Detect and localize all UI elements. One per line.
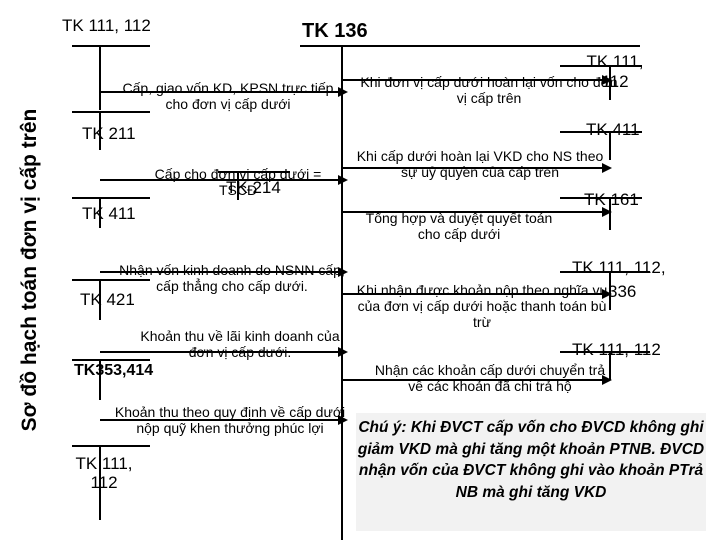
arrowhead-r5 <box>602 375 612 385</box>
arrowhead-l4 <box>338 347 348 357</box>
note-box: Chú ý: Khi ĐVCT cấp vốn cho ĐVCD không g… <box>356 413 706 531</box>
right-account-3: TK 161 <box>584 190 639 209</box>
right-label-1: Khi đơn vị cấp dưới hoàn lại vốn cho đơn… <box>360 74 618 106</box>
right-account-4-extra: 336 <box>608 282 637 301</box>
right-account-2: TK 411 <box>586 120 640 139</box>
arrowhead-l5 <box>338 415 348 425</box>
right-label-3: Tổng hợp và duyệt quyết toán cho cấp dướ… <box>365 210 553 242</box>
right-label-2: Khi cấp dưới hoàn lại VKD cho NS theo sự… <box>356 148 604 180</box>
left-account-1: TK 211 <box>82 124 136 143</box>
arrowhead-r4 <box>602 289 612 299</box>
left-label-4: Khoản thu về lãi kinh doanh của đơn vị c… <box>140 328 340 360</box>
left-label-5: Khoản thu theo quy định về cấp dưới nộp … <box>114 404 346 436</box>
left-account-4: TK353,414 <box>74 362 154 379</box>
right-account-1: TK 111, 112 <box>586 52 644 91</box>
left-account-5: TK 111, 112 <box>75 454 133 492</box>
left-account-2: TK 411 <box>82 204 136 223</box>
account-tk136: TK 136 <box>302 20 368 42</box>
arrowhead-r1 <box>602 75 612 85</box>
left-label-2: Cấp cho đơn vị cấp dưới = TSCĐ <box>154 166 322 198</box>
arrowhead-l3 <box>338 267 348 277</box>
arrowhead-l2 <box>338 175 348 185</box>
note-text: Chú ý: Khi ĐVCT cấp vốn cho ĐVCD không g… <box>357 419 705 501</box>
right-label-5: Nhận các khoản cấp dưới chuyển trả về cá… <box>374 362 606 394</box>
arrowhead-l1 <box>338 87 348 97</box>
right-account-5: TK 111, 112 <box>572 340 661 359</box>
arrowhead-r3 <box>602 207 612 217</box>
account-left-header: TK 111, 112 <box>62 16 151 35</box>
overlap-account-tk214: TK 214 <box>226 178 281 197</box>
right-account-4: TK 111, 112, <box>572 258 666 277</box>
left-account-3: TK 421 <box>80 290 135 309</box>
left-label-3: Nhận vốn kinh doanh do NSNN cấp, cấp thẳ… <box>119 262 345 294</box>
left-label-1: Cấp, giao vốn KD, KPSN trực tiếp cho đơn… <box>122 80 334 112</box>
right-label-4: Khi nhận được khoản nộp theo nghĩa vụ củ… <box>356 282 608 330</box>
arrowhead-r2 <box>602 163 612 173</box>
